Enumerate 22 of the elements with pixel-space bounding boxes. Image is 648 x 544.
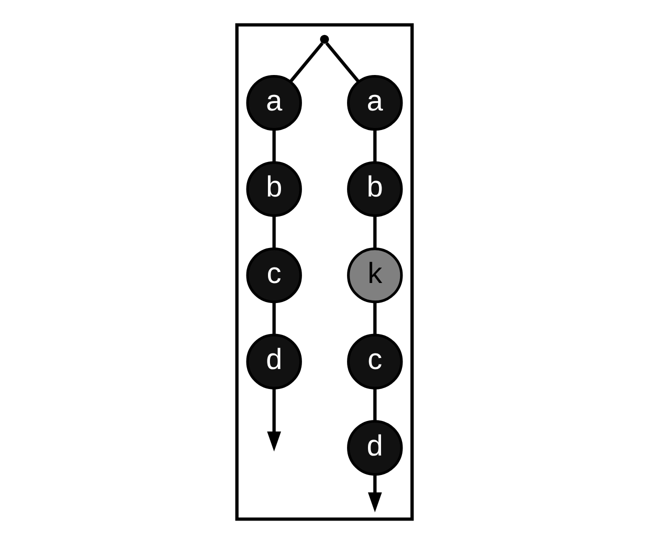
node-circle: b xyxy=(346,161,402,217)
node-circle: a xyxy=(246,74,302,131)
connector xyxy=(372,388,376,422)
connector xyxy=(372,216,376,249)
connector xyxy=(372,302,376,335)
arrow xyxy=(266,388,281,452)
connector xyxy=(272,130,276,162)
cluster xyxy=(234,23,414,521)
arrow xyxy=(367,474,382,512)
node-circle: c xyxy=(246,247,302,304)
node-circle: d xyxy=(346,420,402,476)
connector xyxy=(272,302,276,335)
node-circle: k xyxy=(346,247,402,304)
connector xyxy=(272,216,276,249)
connector xyxy=(372,130,376,162)
node-point xyxy=(320,34,328,44)
node-circle: b xyxy=(246,161,302,217)
node-circle: c xyxy=(346,334,402,390)
node-circle: d xyxy=(246,334,302,390)
connector xyxy=(288,42,324,83)
node-circle: a xyxy=(346,74,402,131)
connector xyxy=(324,42,360,83)
